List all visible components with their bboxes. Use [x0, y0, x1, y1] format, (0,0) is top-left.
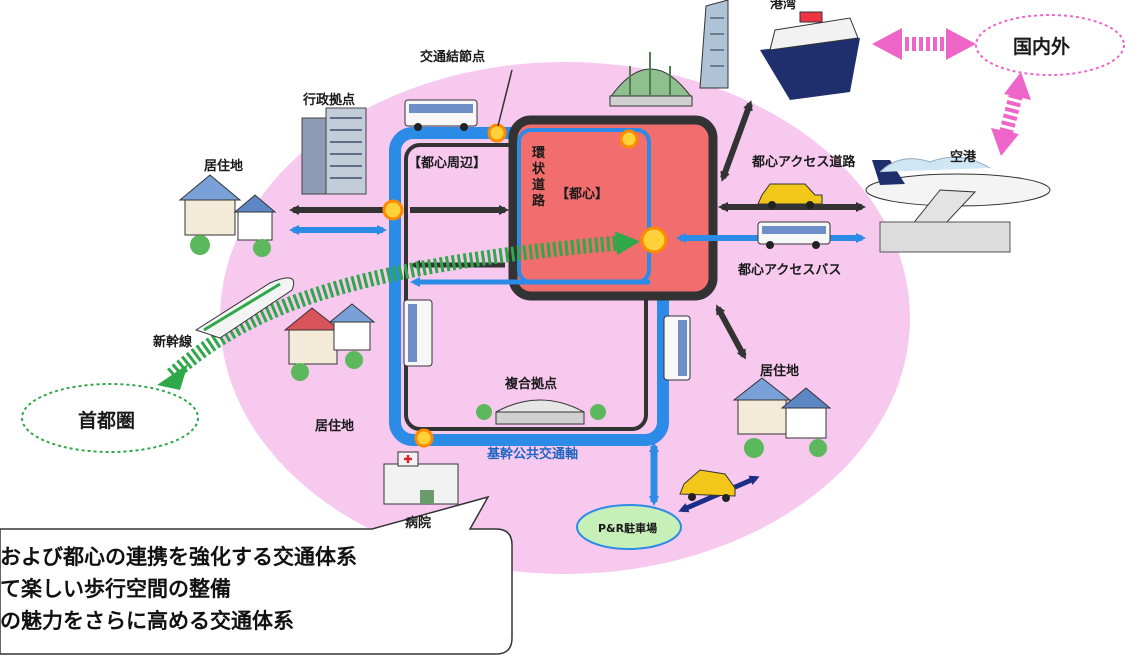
transport-node-label: 交通結節点	[420, 50, 486, 65]
node-transport-top-right	[619, 129, 639, 149]
shinkansen-label: 新幹線	[153, 335, 193, 350]
trunk-transit-label: 基幹公共交通軸	[487, 447, 579, 462]
ring-road	[508, 115, 718, 301]
shinkansen-arrow-tail	[157, 364, 188, 390]
bus-icon-access	[757, 221, 831, 249]
domestic-foreign-label: 国内外	[1013, 36, 1071, 58]
hospital-icon	[383, 451, 459, 505]
hospital-label: 病院	[405, 516, 432, 531]
node-transport-left	[382, 199, 404, 221]
callout-line-3: の魅力をさらに高める交通体系	[0, 609, 294, 633]
complex-base-icon	[476, 399, 606, 425]
node-city-center	[640, 226, 668, 254]
pr-ellipse	[576, 504, 682, 550]
node-transport-bottom	[414, 428, 434, 448]
complex-base-label: 複合拠点	[505, 377, 558, 392]
car-icon-access	[757, 183, 823, 209]
city-center-periphery-label: 【都心周辺】	[408, 156, 487, 171]
admin-base-label: 行政拠点	[303, 93, 356, 108]
port-link-arrow	[720, 100, 753, 182]
residence-icon-w	[283, 303, 376, 381]
metropolitan-area-label: 首都圏	[78, 410, 136, 432]
shinkansen-arrow	[166, 231, 640, 381]
metropolitan-area-cloud	[21, 383, 199, 453]
airport-label: 空港	[950, 150, 977, 165]
residence-se-label: 居住地	[760, 364, 800, 379]
bus-icon-west-vertical	[403, 299, 433, 367]
shinkansen-train-icon	[194, 277, 295, 339]
access-road-label: 都心アクセス道路	[752, 155, 856, 170]
port-label: 港湾	[770, 0, 797, 12]
bus-icon-east-vertical	[663, 315, 691, 381]
park-and-ride-label: P&R駐車場	[598, 522, 658, 535]
admin-building-icon	[301, 107, 367, 195]
pink-arrow-port-domestic	[872, 28, 976, 60]
ring-road-label: 環状道路	[532, 146, 546, 209]
ship-icon	[760, 11, 860, 100]
city-center-block	[513, 120, 713, 296]
callout-text-container: および都心の連携を強化する交通体系 て楽しい歩行空間の整備 の魅力をさらに高める…	[0, 541, 508, 651]
residence-w-label: 居住地	[315, 419, 355, 434]
residence-icon-se	[732, 377, 832, 458]
dome-building-icon	[609, 52, 693, 107]
access-bus-label: 都心アクセスバス	[738, 263, 842, 278]
airplane-icon	[865, 156, 1051, 253]
tower-icon	[699, 0, 729, 89]
node-transport-top	[487, 123, 507, 143]
bus-icon-top	[404, 99, 478, 131]
car-icon-pr	[679, 469, 736, 502]
residence-icon-nw	[178, 174, 277, 257]
pink-arrow-airport-domestic	[991, 72, 1031, 156]
domestic-foreign-cloud	[975, 14, 1125, 76]
residence-nw-label: 居住地	[204, 159, 244, 174]
transport-node-leader	[497, 69, 513, 127]
residence-east-arrow	[715, 304, 747, 360]
city-center-label: 【都心】	[556, 187, 609, 202]
callout-line-2: て楽しい歩行空間の整備	[0, 577, 231, 601]
callout-line-1: および都心の連携を強化する交通体系	[0, 545, 357, 569]
callout-box	[0, 495, 513, 655]
